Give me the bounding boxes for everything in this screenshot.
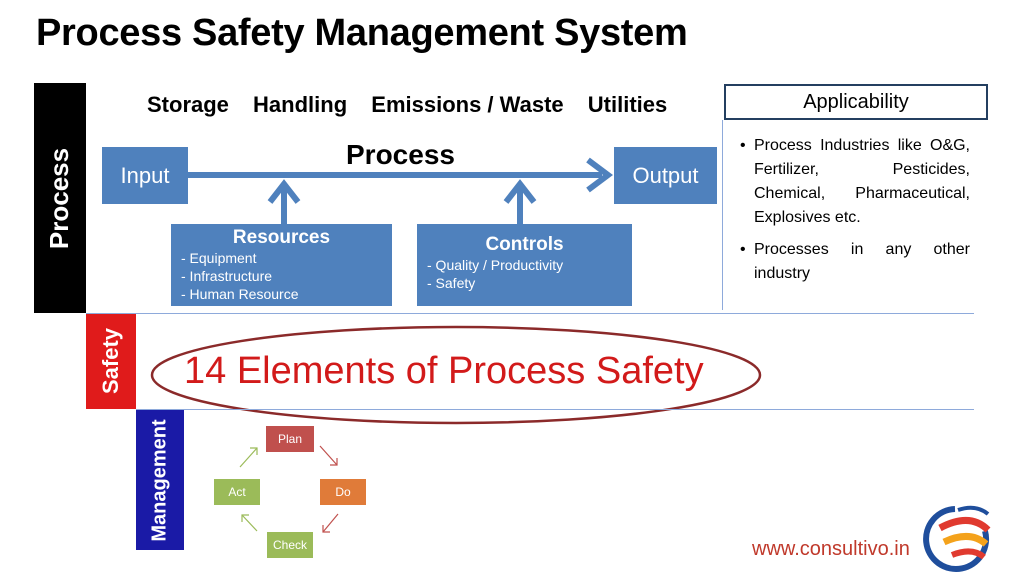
controls-heading: Controls [485,234,564,255]
applicability-item-1: Process Industries like O&G, Fertilizer,… [754,137,970,226]
bullet-icon: • [740,137,746,154]
list-item: - Quality / Productivity [427,257,564,273]
safety-ellipse [150,325,762,425]
resources-heading: Resources [232,227,331,248]
safety-bar: Safety [86,313,136,409]
website-link[interactable]: www.consultivo.in [752,538,910,560]
applicability-heading: Applicability [724,84,988,120]
process-categories: Storage Handling Emissions / Waste Utili… [147,92,685,118]
cycle-check: Check [267,532,313,558]
output-box: Output [614,147,717,204]
controls-list: - Quality / Productivity - Safety [417,256,632,292]
applicability-list: • Process Industries like O&G, Fertilize… [736,134,970,294]
list-item: - Equipment [181,250,257,266]
divider [136,409,974,410]
category-handling: Handling [253,92,348,117]
do-to-check-arrow [322,513,339,533]
process-arrow-head [586,157,613,193]
list-item: • Process Industries like O&G, Fertilize… [736,134,970,230]
category-storage: Storage [147,92,229,117]
cycle-act: Act [214,479,260,505]
divider [722,120,723,310]
cycle-arrows [319,445,339,533]
list-item: - Human Resource [181,286,299,302]
category-utilities: Utilities [587,92,668,117]
applicability-item-2: Processes in any other industry [754,241,970,282]
act-to-plan-arrow [239,447,258,468]
divider [86,313,974,314]
bullet-icon: • [740,241,746,258]
list-item: - Infrastructure [181,268,273,284]
cycle-plan: Plan [266,426,314,452]
plan-to-do-arrow [319,445,338,466]
page-title: Process Safety Management System [36,12,688,54]
resources-list: - Equipment - Infrastructure - Human Res… [171,249,392,303]
list-item: - Safety [427,275,476,291]
safety-elements-text: 14 Elements of Process Safety [184,350,704,392]
process-flow-label: Process [346,139,455,170]
process-bar: Process [34,83,86,313]
controls-arrow-head [503,179,537,204]
check-to-act-arrow [241,514,258,532]
controls-box: Controls - Quality / Productivity - Safe… [417,224,632,306]
list-item: • Processes in any other industry [736,238,970,286]
resources-box: Resources - Equipment - Infrastructure -… [171,224,392,306]
resources-arrow-head [267,179,301,204]
category-emissions: Emissions / Waste [371,92,564,117]
input-box: Input [102,147,188,204]
cycle-do: Do [320,479,366,505]
management-bar: Management [136,410,184,550]
consultivo-logo-icon [923,505,991,572]
